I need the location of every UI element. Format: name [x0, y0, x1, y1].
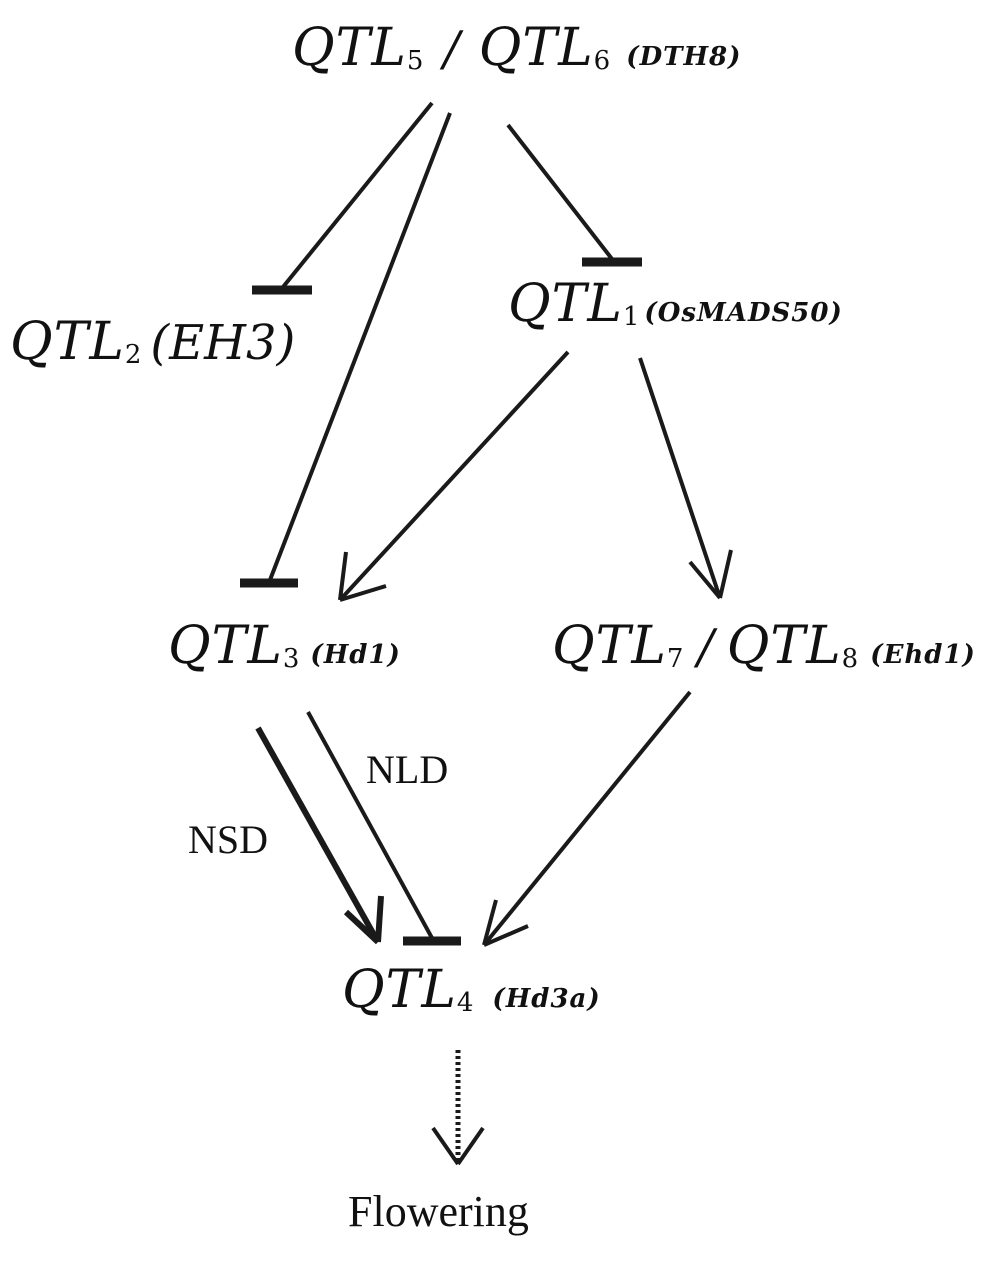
- edge-osmads-activates-ehd1: [638, 357, 733, 600]
- qtl4-label: QTL: [342, 960, 457, 1020]
- qtl1-subscript: 1: [622, 302, 641, 333]
- qtl7-subscript: 7: [666, 644, 685, 675]
- edge-top-inhibits-hd1: [240, 112, 452, 588]
- qtl6-label: QTL: [478, 18, 594, 78]
- edge-top-inhibits-eh3: [252, 101, 434, 295]
- edge-label-nld: NLD: [366, 747, 449, 792]
- qtl1-label: QTL: [508, 274, 623, 334]
- edge-label-nsd: NSD: [188, 817, 269, 862]
- qtl8-subscript: 8: [841, 644, 860, 675]
- edge-top-inhibits-osmads: [506, 123, 642, 267]
- node-qtl4-hd3a: QTL4 (Hd3a): [342, 960, 601, 1020]
- edge-hd1-inhibits-hd3a-nld: [306, 711, 461, 946]
- gene-eh3: (EH3): [150, 315, 296, 371]
- qtl5-label: QTL: [292, 18, 407, 78]
- node-qtl3-hd1: QTL3 (Hd1): [168, 616, 401, 676]
- edge-hd1-activates-hd3a-nsd: [255, 726, 384, 945]
- gene-ehd1: (Ehd1): [870, 640, 976, 670]
- node-qtl1-osmads50: QTL1(OsMADS50): [508, 274, 843, 334]
- qtl3-label: QTL: [168, 616, 283, 676]
- separator-slash: /: [697, 619, 714, 675]
- qtl2-label: QTL: [10, 312, 125, 372]
- gene-hd3a: (Hd3a): [492, 984, 601, 1014]
- node-flowering: Flowering: [348, 1187, 529, 1236]
- qtl6-subscript: 6: [593, 46, 612, 77]
- edge-hd3a-to-flowering: [431, 1050, 485, 1166]
- qtl4-subscript: 4: [456, 988, 475, 1019]
- node-qtl5-qtl6-dth8: QTL5 / QTL6 (DTH8): [292, 18, 741, 78]
- qtl7-label: QTL: [552, 616, 667, 676]
- qtl2-subscript: 2: [124, 340, 143, 371]
- qtl8-label: QTL: [726, 616, 842, 676]
- separator-slash: /: [443, 21, 460, 77]
- gene-dth8: (DTH8): [626, 42, 742, 72]
- gene-hd1: (Hd1): [310, 640, 401, 670]
- node-qtl2-eh3: QTL2(EH3): [10, 312, 295, 372]
- edge-osmads-activates-hd1: [338, 350, 570, 602]
- gene-osmads50: (OsMADS50): [644, 298, 843, 328]
- edge-ehd1-activates-hd3a: [482, 690, 692, 947]
- node-qtl7-qtl8-ehd1: QTL7 / QTL8 (Ehd1): [552, 616, 976, 676]
- qtl5-subscript: 5: [406, 46, 425, 77]
- qtl3-subscript: 3: [282, 644, 301, 675]
